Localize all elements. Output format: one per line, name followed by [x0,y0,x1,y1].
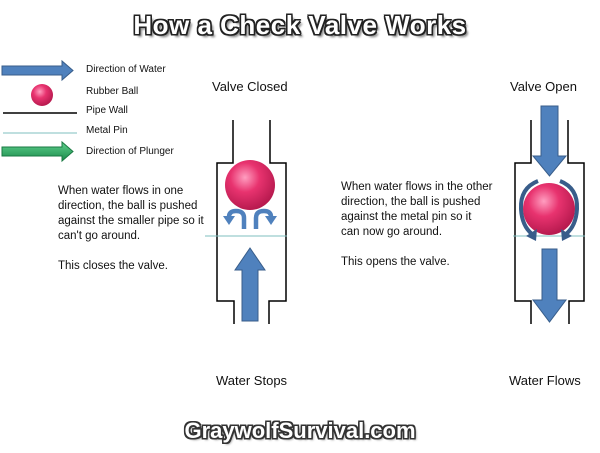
closed-valve [205,120,287,324]
open-water-down-arrow-bottom-icon [532,248,567,323]
closed-water-up-arrow-icon [234,247,266,322]
open-valve [513,105,585,324]
legend-plunger-label: Direction of Plunger [86,146,174,157]
closed-result-text: This closes the valve. [58,260,168,272]
legend-ball-icon [31,84,53,106]
legend-pipe-label: Pipe Wall [86,105,128,116]
closed-rubber-ball [225,160,275,210]
legend-ball-label: Rubber Ball [86,86,139,97]
open-water-down-arrow-top-icon [531,105,568,177]
legend-pin-label: Metal Pin [86,125,128,136]
closed-deflect-arrow-left-icon [223,208,247,229]
closed-pipe-wall [216,120,287,324]
valve-closed-heading: Valve Closed [212,79,288,94]
legend-water-label: Direction of Water [86,64,166,75]
open-result-text: This opens the valve. [341,256,450,268]
open-pipe-wall [514,120,585,324]
open-flow-around-right-icon [559,179,580,241]
open-explanation: When water flows in the other direction,… [341,180,493,285]
closed-explanation: When water flows in one direction, the b… [58,184,210,289]
closed-explanation-text: When water flows in one direction, the b… [58,185,204,242]
valve-open-heading: Valve Open [510,79,577,94]
open-rubber-ball [523,183,575,235]
water-stops-caption: Water Stops [216,373,288,388]
site-footer: GraywolfSurvival.com [184,418,416,443]
page-title: How a Check Valve Works [133,10,467,40]
legend-water-arrow-icon [1,59,74,82]
open-flow-around-left-icon [518,179,539,241]
legend-plunger-arrow-icon [1,140,74,163]
closed-deflect-arrow-right-icon [253,208,277,229]
open-explanation-text: When water flows in the other direction,… [341,181,493,238]
water-flows-caption: Water Flows [509,373,581,388]
